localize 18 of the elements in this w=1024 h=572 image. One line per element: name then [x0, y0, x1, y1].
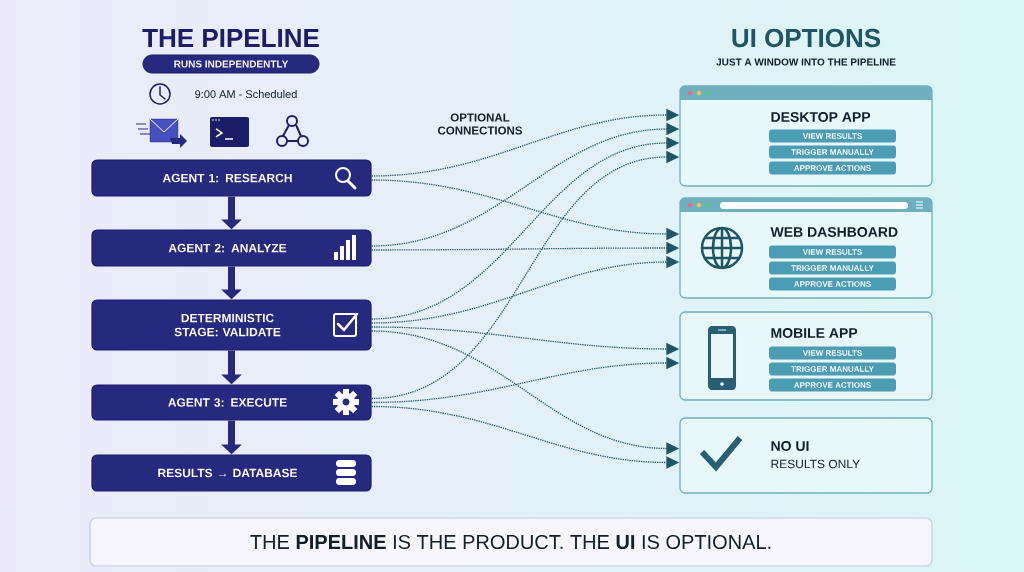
process-box: AGENT 1: RESEARCH [91, 159, 372, 197]
action-pill: TRIGGER MANUALLY [769, 362, 896, 376]
action-pill: VIEW RESULTS [769, 245, 896, 259]
action-pill: VIEW RESULTS [769, 346, 896, 360]
badge: RUNS INDEPENDENTLY [142, 54, 320, 74]
action-pill: APPROVE ACTIONS [769, 378, 896, 392]
heading: UI OPTIONS [732, 28, 881, 48]
process-box: DETERMINISTIC STAGE: VALIDATE [91, 299, 372, 351]
action-pill: APPROVE ACTIONS [769, 161, 896, 175]
action-pill: TRIGGER MANUALLY [769, 145, 896, 159]
action-pill: VIEW RESULTS [769, 129, 896, 143]
subheading: JUST A WINDOW INTO THE PIPELINE [716, 58, 896, 66]
option-card: NO UI RESULTS ONLY [679, 417, 933, 494]
action-pill: APPROVE ACTIONS [769, 277, 896, 291]
summary-banner: THE PIPELINE IS THE PRODUCT. THE UI IS OPTIONAL. [89, 517, 933, 567]
section-label: OPTIONAL CONNECTIONS [438, 113, 523, 135]
action-pill: TRIGGER MANUALLY [769, 261, 896, 275]
schedule-text: 9:00 AM - Scheduled [195, 89, 297, 99]
